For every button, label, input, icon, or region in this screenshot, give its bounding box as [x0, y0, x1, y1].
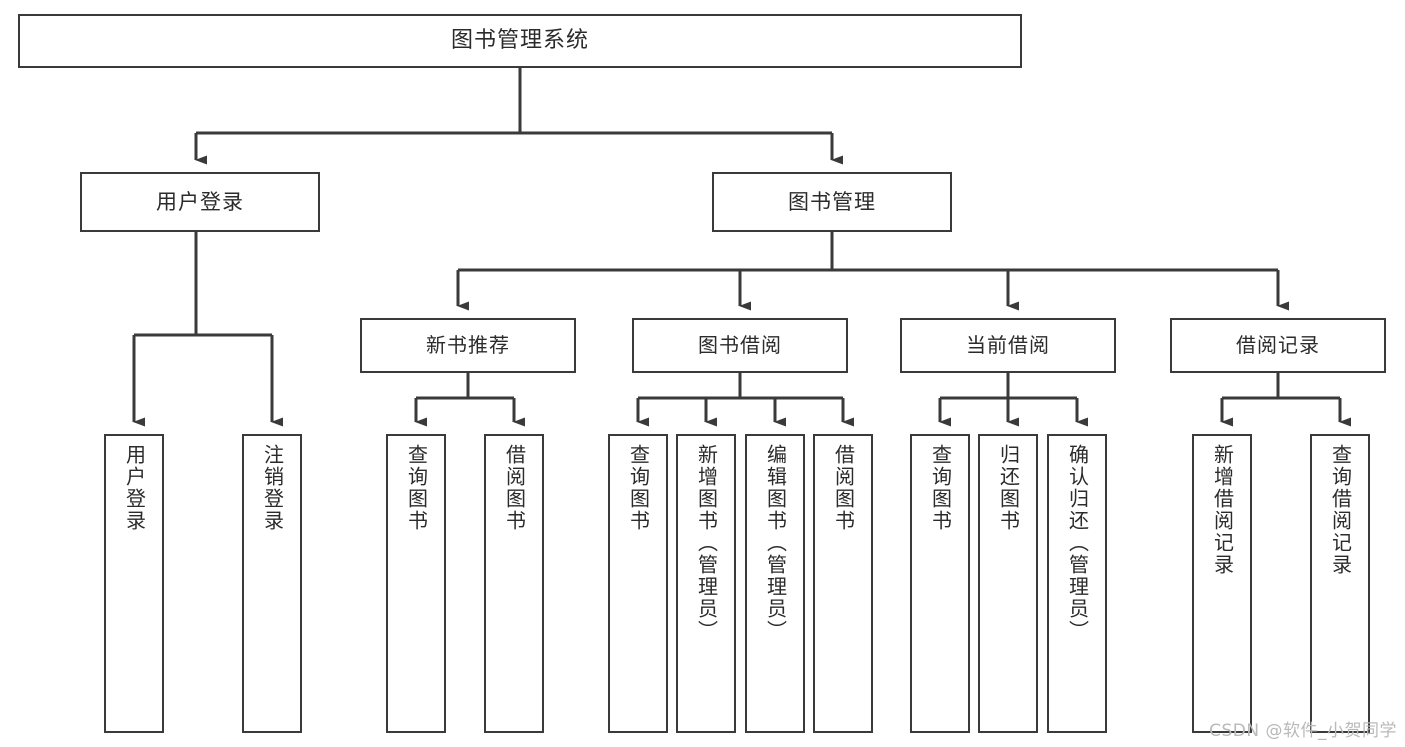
leaf-user-login-label: 用户登录	[122, 444, 147, 532]
leaf-user-login[interactable]: 用户登录	[104, 434, 164, 733]
leaf-logout[interactable]: 注销登录	[242, 434, 302, 733]
leaf-query-borrow-record[interactable]: 查询借阅记录	[1310, 434, 1370, 733]
node-new-book-recommend[interactable]: 新书推荐	[360, 318, 576, 373]
leaf-query-book-current-label: 查询图书	[928, 444, 953, 532]
leaf-query-borrow-record-label: 查询借阅记录	[1328, 444, 1353, 576]
leaf-confirm-return-admin-label: 确认归还（管理员）	[1065, 444, 1090, 642]
node-root-label: 图书管理系统	[450, 28, 589, 54]
node-book-borrow[interactable]: 图书借阅	[632, 318, 848, 373]
node-borrow-records[interactable]: 借阅记录	[1170, 318, 1386, 373]
leaf-query-book-recommend-label: 查询图书	[404, 444, 429, 532]
node-user-login-label: 用户登录	[156, 189, 244, 214]
node-new-book-recommend-label: 新书推荐	[426, 333, 510, 357]
leaf-query-book-recommend[interactable]: 查询图书	[386, 434, 446, 733]
leaf-add-borrow-record-label: 新增借阅记录	[1210, 444, 1235, 576]
node-borrow-records-label: 借阅记录	[1236, 333, 1320, 357]
leaf-borrow-book-recommend[interactable]: 借阅图书	[484, 434, 544, 733]
leaf-borrow-book-label: 借阅图书	[831, 444, 856, 532]
leaf-logout-label: 注销登录	[260, 444, 285, 532]
node-current-borrow-label: 当前借阅	[966, 333, 1050, 357]
leaf-add-book-admin[interactable]: 新增图书（管理员）	[676, 434, 736, 733]
leaf-edit-book-admin[interactable]: 编辑图书（管理员）	[745, 434, 805, 733]
leaf-borrow-book-recommend-label: 借阅图书	[502, 444, 527, 532]
leaf-add-book-admin-label: 新增图书（管理员）	[694, 444, 719, 642]
watermark: CSDN @软件_小贺同学	[1209, 721, 1397, 741]
node-book-management[interactable]: 图书管理	[712, 172, 952, 232]
leaf-borrow-book[interactable]: 借阅图书	[813, 434, 873, 733]
node-current-borrow[interactable]: 当前借阅	[900, 318, 1116, 373]
leaf-edit-book-admin-label: 编辑图书（管理员）	[763, 444, 788, 642]
leaf-confirm-return-admin[interactable]: 确认归还（管理员）	[1047, 434, 1107, 733]
node-user-login[interactable]: 用户登录	[80, 172, 320, 232]
node-book-management-label: 图书管理	[788, 189, 876, 214]
leaf-add-borrow-record[interactable]: 新增借阅记录	[1192, 434, 1252, 733]
leaf-query-book-borrow[interactable]: 查询图书	[608, 434, 668, 733]
leaf-return-book-label: 归还图书	[996, 444, 1021, 532]
leaf-query-book-borrow-label: 查询图书	[626, 444, 651, 532]
leaf-return-book[interactable]: 归还图书	[978, 434, 1038, 733]
node-root[interactable]: 图书管理系统	[18, 14, 1022, 68]
leaf-query-book-current[interactable]: 查询图书	[910, 434, 970, 733]
node-book-borrow-label: 图书借阅	[698, 333, 782, 357]
